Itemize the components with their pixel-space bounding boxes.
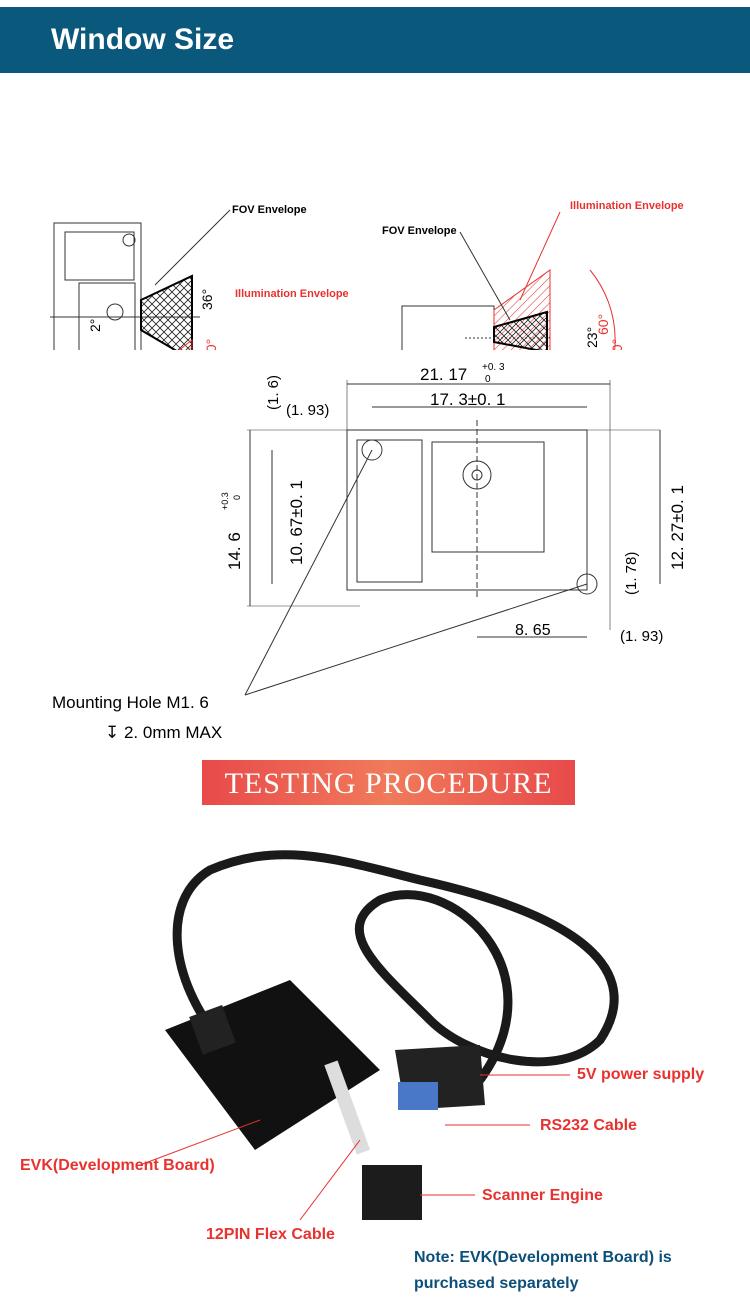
dim-1-93-bottom: (1. 93) xyxy=(620,628,663,645)
dim-14-6: 14. 6 xyxy=(225,532,244,570)
label-scanner-engine: Scanner Engine xyxy=(482,1187,603,1204)
dim-17-3: 17. 3±0. 1 xyxy=(430,390,506,409)
label-rs232: RS232 Cable xyxy=(540,1117,637,1134)
dim-1-93-top: (1. 93) xyxy=(286,402,329,419)
label-evk: EVK(Development Board) xyxy=(20,1157,215,1174)
note-line-2: purchased separately xyxy=(414,1275,579,1292)
dim-12-27: 12. 27±0. 1 xyxy=(668,485,687,570)
dim-1-6: (1. 6) xyxy=(265,375,282,410)
fov-label-left: FOV Envelope xyxy=(232,204,307,216)
section-header: Window Size xyxy=(0,7,750,73)
scanner-engine xyxy=(362,1165,422,1220)
right-module xyxy=(401,305,495,350)
fov-diagrams: FOV Envelope Illumination Envelope 36° 2… xyxy=(50,200,684,350)
dimension-drawing: 21. 17 +0. 3 0 (1. 6) (1. 93) 17. 3±0. 1… xyxy=(52,362,687,742)
dim-21-17: 21. 17 xyxy=(420,365,467,384)
dim-1-78: (1. 78) xyxy=(623,552,640,595)
dim-10-67: 10. 67±0. 1 xyxy=(287,480,306,565)
dim-14-6-tol0: 0 xyxy=(232,495,242,500)
product-photo xyxy=(139,850,619,1220)
section-title: Window Size xyxy=(51,23,235,56)
banner-title: TESTING PROCEDURE xyxy=(224,767,553,800)
angle-60-left: 60° xyxy=(203,339,219,350)
flex-cable xyxy=(324,1060,370,1155)
angle-36: 36° xyxy=(199,289,215,310)
module-outline xyxy=(244,380,661,696)
db9-port xyxy=(398,1082,438,1110)
label-flex-cable: 12PIN Flex Cable xyxy=(206,1226,335,1243)
note: Note: EVK(Development Board) is purchased… xyxy=(414,1245,672,1297)
fov-envelope-right xyxy=(493,310,548,350)
note-line-1: Note: EVK(Development Board) is xyxy=(414,1249,672,1266)
angle-60a: 60° xyxy=(595,314,611,335)
depth-label: ↧ 2. 0mm MAX xyxy=(105,723,222,742)
testing-procedure-banner: TESTING PROCEDURE xyxy=(202,760,575,805)
dim-14-6-tol: +0.3 xyxy=(220,492,230,510)
dim-8-65: 8. 65 xyxy=(515,622,551,639)
label-power-supply: 5V power supply xyxy=(577,1066,705,1083)
fov-envelope-left xyxy=(140,274,193,350)
cable xyxy=(172,850,619,1083)
mounting-hole-label: Mounting Hole M1. 6 xyxy=(52,693,209,712)
angle-2: 2° xyxy=(87,319,103,332)
angle-23: 23° xyxy=(584,327,600,348)
illum-label-left: Illumination Envelope xyxy=(235,288,349,300)
dim-21-17-tol0: 0 xyxy=(485,374,491,385)
usb-connector xyxy=(189,1005,236,1055)
illumination-envelope-left xyxy=(178,338,193,350)
illum-label-right: Illumination Envelope xyxy=(570,200,684,212)
fov-label-right: FOV Envelope xyxy=(382,225,457,237)
angle-60b: 60° xyxy=(609,339,625,350)
dim-21-17-tol: +0. 3 xyxy=(482,362,505,373)
